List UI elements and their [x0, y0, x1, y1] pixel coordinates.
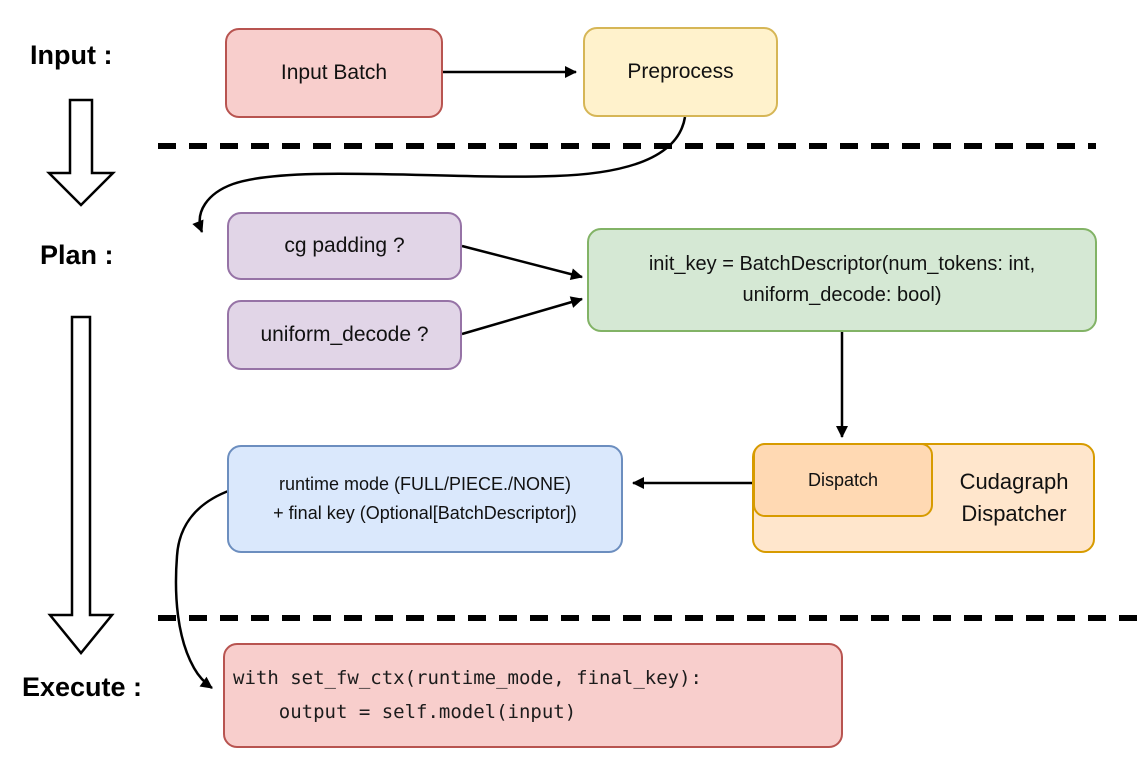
execute-code-line1: with set_fw_ctx(runtime_mode, final_key)… — [233, 667, 702, 690]
node-cudagraph-dispatcher-label: Cudagraph Dispatcher — [933, 443, 1095, 553]
section-label-input: Input : — [30, 40, 113, 70]
connector-uniformdecode-to-initkey — [461, 296, 583, 336]
node-input-batch: Input Batch — [225, 28, 443, 118]
section-label-execute: Execute : — [22, 672, 143, 702]
flow-arrow-input-to-plan — [45, 98, 117, 207]
node-uniform-decode-label: uniform_decode ? — [260, 322, 429, 346]
node-init-key-line1: init_key = BatchDescriptor(num_tokens: i… — [648, 253, 1036, 275]
flow-arrow-plan-to-execute — [47, 315, 115, 655]
node-preprocess: Preprocess — [583, 27, 778, 117]
node-runtime-result-line1: runtime mode (FULL/PIECE./NONE) — [278, 474, 572, 495]
node-dispatch-label: Dispatch — [807, 469, 879, 490]
node-execute-code: with set_fw_ctx(runtime_mode, final_key)… — [223, 643, 843, 748]
node-init-key: init_key = BatchDescriptor(num_tokens: i… — [587, 228, 1097, 332]
section-label-plan: Plan : — [40, 240, 114, 270]
node-init-key-line2: uniform_decode: bool) — [742, 284, 942, 306]
node-runtime-result-line2: + final key (Optional[BatchDescriptor]) — [273, 503, 577, 523]
node-input-batch-label: Input Batch — [280, 60, 388, 84]
execute-code-line2: output = self.model(input) — [233, 700, 577, 723]
cudagraph-label-line1: Cudagraph — [959, 469, 1069, 495]
node-uniform-decode: uniform_decode ? — [227, 300, 462, 370]
node-dispatch: Dispatch — [753, 443, 933, 517]
node-cg-padding: cg padding ? — [227, 212, 462, 280]
node-preprocess-label: Preprocess — [627, 59, 734, 83]
cudagraph-label-line2: Dispatcher — [961, 501, 1067, 526]
node-cg-padding-label: cg padding ? — [284, 233, 405, 257]
connector-cgpadding-to-initkey — [461, 244, 583, 281]
node-runtime-result: runtime mode (FULL/PIECE./NONE) + final … — [227, 445, 623, 553]
